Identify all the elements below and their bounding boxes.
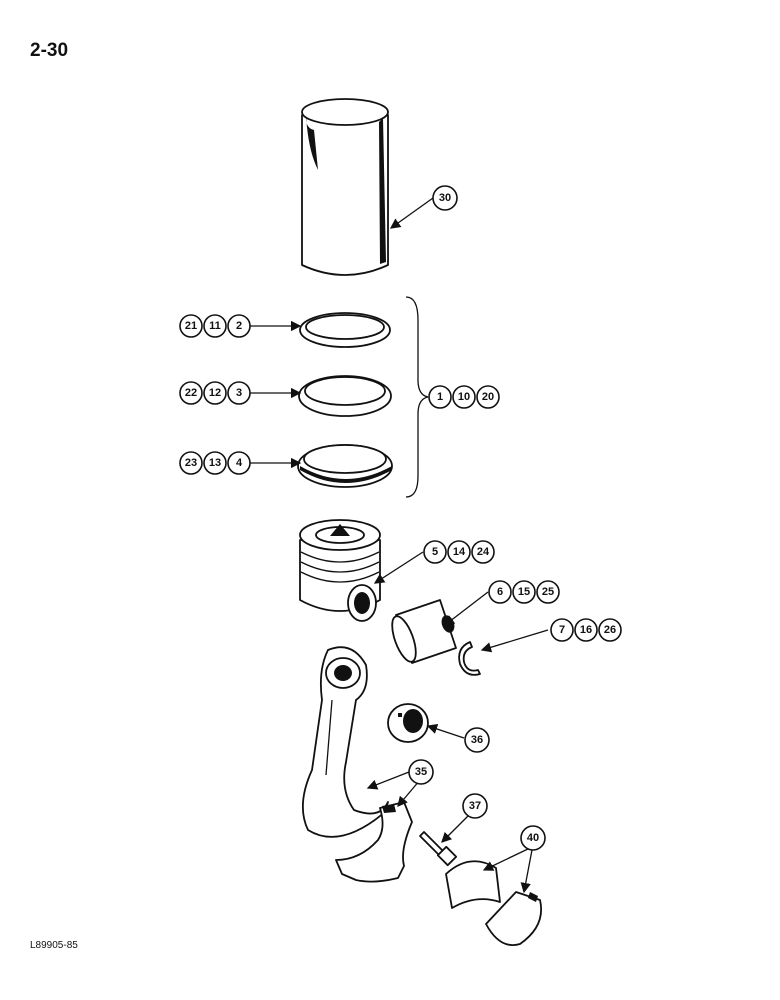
svg-text:22: 22 (185, 387, 197, 399)
cylinder-sleeve (301, 98, 389, 276)
svg-text:37: 37 (469, 800, 481, 812)
connecting-rod (301, 646, 389, 838)
svg-text:10: 10 (458, 391, 470, 403)
piston-pin-bushing (387, 703, 429, 743)
svg-text:4: 4 (236, 457, 243, 469)
svg-text:7: 7 (559, 624, 565, 636)
svg-text:14: 14 (453, 546, 466, 558)
callout-5: 5 (423, 540, 447, 564)
callout-11: 11 (203, 314, 227, 338)
svg-text:16: 16 (580, 624, 592, 636)
callout-15: 15 (512, 580, 536, 604)
callout-12: 12 (203, 381, 227, 405)
bearing-shell-lower (485, 891, 542, 946)
svg-text:35: 35 (415, 766, 427, 778)
svg-text:5: 5 (432, 546, 438, 558)
svg-text:36: 36 (471, 734, 483, 746)
svg-text:24: 24 (477, 546, 490, 558)
callout-3: 3 (227, 381, 251, 405)
svg-text:15: 15 (518, 586, 530, 598)
piston-pin (391, 599, 457, 664)
svg-text:3: 3 (236, 387, 242, 399)
callout-25: 25 (536, 580, 560, 604)
svg-text:6: 6 (497, 586, 503, 598)
callout-16: 16 (574, 618, 598, 642)
callout-7: 7 (550, 618, 574, 642)
callout-23: 23 (179, 451, 203, 475)
svg-text:1: 1 (437, 391, 443, 403)
callout-37: 37 (462, 793, 488, 819)
ring-set-bracket (405, 296, 429, 498)
callout-30: 30 (432, 185, 458, 211)
svg-text:23: 23 (185, 457, 197, 469)
piston (299, 519, 381, 622)
svg-text:13: 13 (209, 457, 221, 469)
svg-text:40: 40 (527, 832, 539, 844)
svg-text:12: 12 (209, 387, 221, 399)
bearing-shell-upper (445, 860, 501, 909)
callout-40: 40 (520, 825, 546, 851)
callout-4: 4 (227, 451, 251, 475)
svg-text:25: 25 (542, 586, 554, 598)
connecting-rod-cap (335, 801, 413, 883)
callout-22: 22 (179, 381, 203, 405)
piston-ring-top (299, 312, 391, 348)
callout-14: 14 (447, 540, 471, 564)
piston-ring-bottom (297, 444, 393, 488)
leader-lines (250, 197, 549, 894)
callout-36: 36 (464, 727, 490, 753)
rod-bolt (419, 831, 458, 867)
callout-10: 10 (452, 385, 476, 409)
piston-ring-middle (298, 375, 392, 417)
callout-35: 35 (408, 759, 434, 785)
svg-text:20: 20 (482, 391, 494, 403)
snap-ring (458, 641, 481, 676)
callout-2: 2 (227, 314, 251, 338)
callout-24: 24 (471, 540, 495, 564)
svg-text:26: 26 (604, 624, 616, 636)
callout-21: 21 (179, 314, 203, 338)
figure-reference: L89905-85 (30, 940, 78, 951)
svg-text:21: 21 (185, 320, 197, 332)
callout-13: 13 (203, 451, 227, 475)
svg-text:30: 30 (439, 192, 451, 204)
page-number: 2-30 (30, 40, 69, 61)
callout-26: 26 (598, 618, 622, 642)
callout-1: 1 (428, 385, 452, 409)
callout-6: 6 (488, 580, 512, 604)
svg-text:11: 11 (209, 320, 221, 332)
callout-20: 20 (476, 385, 500, 409)
svg-text:2: 2 (236, 320, 242, 332)
